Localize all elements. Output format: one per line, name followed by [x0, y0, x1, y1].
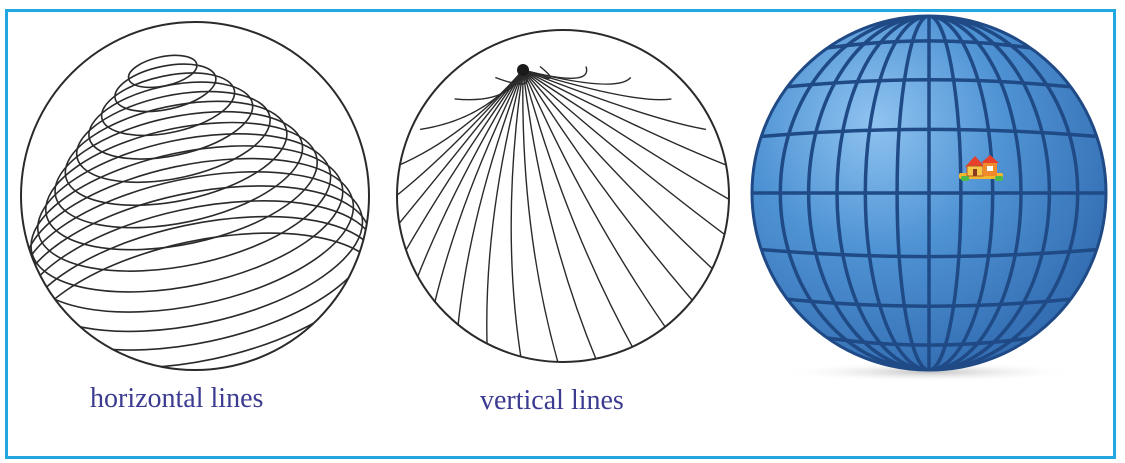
longitude-line	[486, 69, 524, 362]
latitude-line	[21, 200, 369, 369]
longitude-line	[522, 69, 707, 131]
longitude-line	[419, 69, 524, 131]
converging-pole	[517, 64, 529, 76]
longitude-line	[522, 69, 587, 362]
house-icon	[959, 155, 1003, 181]
longitude-line	[522, 69, 672, 101]
longitude-line	[453, 69, 524, 362]
parallel-line	[761, 127, 1097, 139]
caption-vertical-lines: vertical lines	[480, 385, 624, 416]
longitude-line	[522, 69, 632, 85]
latitude-line	[30, 145, 344, 293]
longitude-line	[522, 69, 729, 211]
horizontal-lines-sphere	[20, 21, 370, 371]
vertical-lines-sphere	[396, 29, 730, 363]
longitude-line	[522, 69, 672, 362]
parallel-line	[761, 247, 1097, 259]
latitude-line	[21, 185, 369, 351]
globe-shadow	[779, 362, 1079, 382]
parallel-line	[827, 39, 1031, 50]
longitude-line	[454, 69, 524, 101]
latitude-line	[114, 63, 217, 113]
parallel-line	[787, 78, 1071, 89]
longitude-line	[510, 69, 541, 362]
caption-horizontal-lines: horizontal lines	[90, 383, 264, 414]
longitude-line	[397, 69, 524, 257]
parallel-line	[787, 297, 1071, 308]
longitude-line	[522, 69, 632, 362]
grid-globe	[750, 14, 1108, 382]
longitude-line	[397, 69, 524, 303]
latitude-line	[100, 72, 236, 137]
parallel-line	[827, 336, 1031, 347]
longitude-line	[522, 69, 729, 168]
